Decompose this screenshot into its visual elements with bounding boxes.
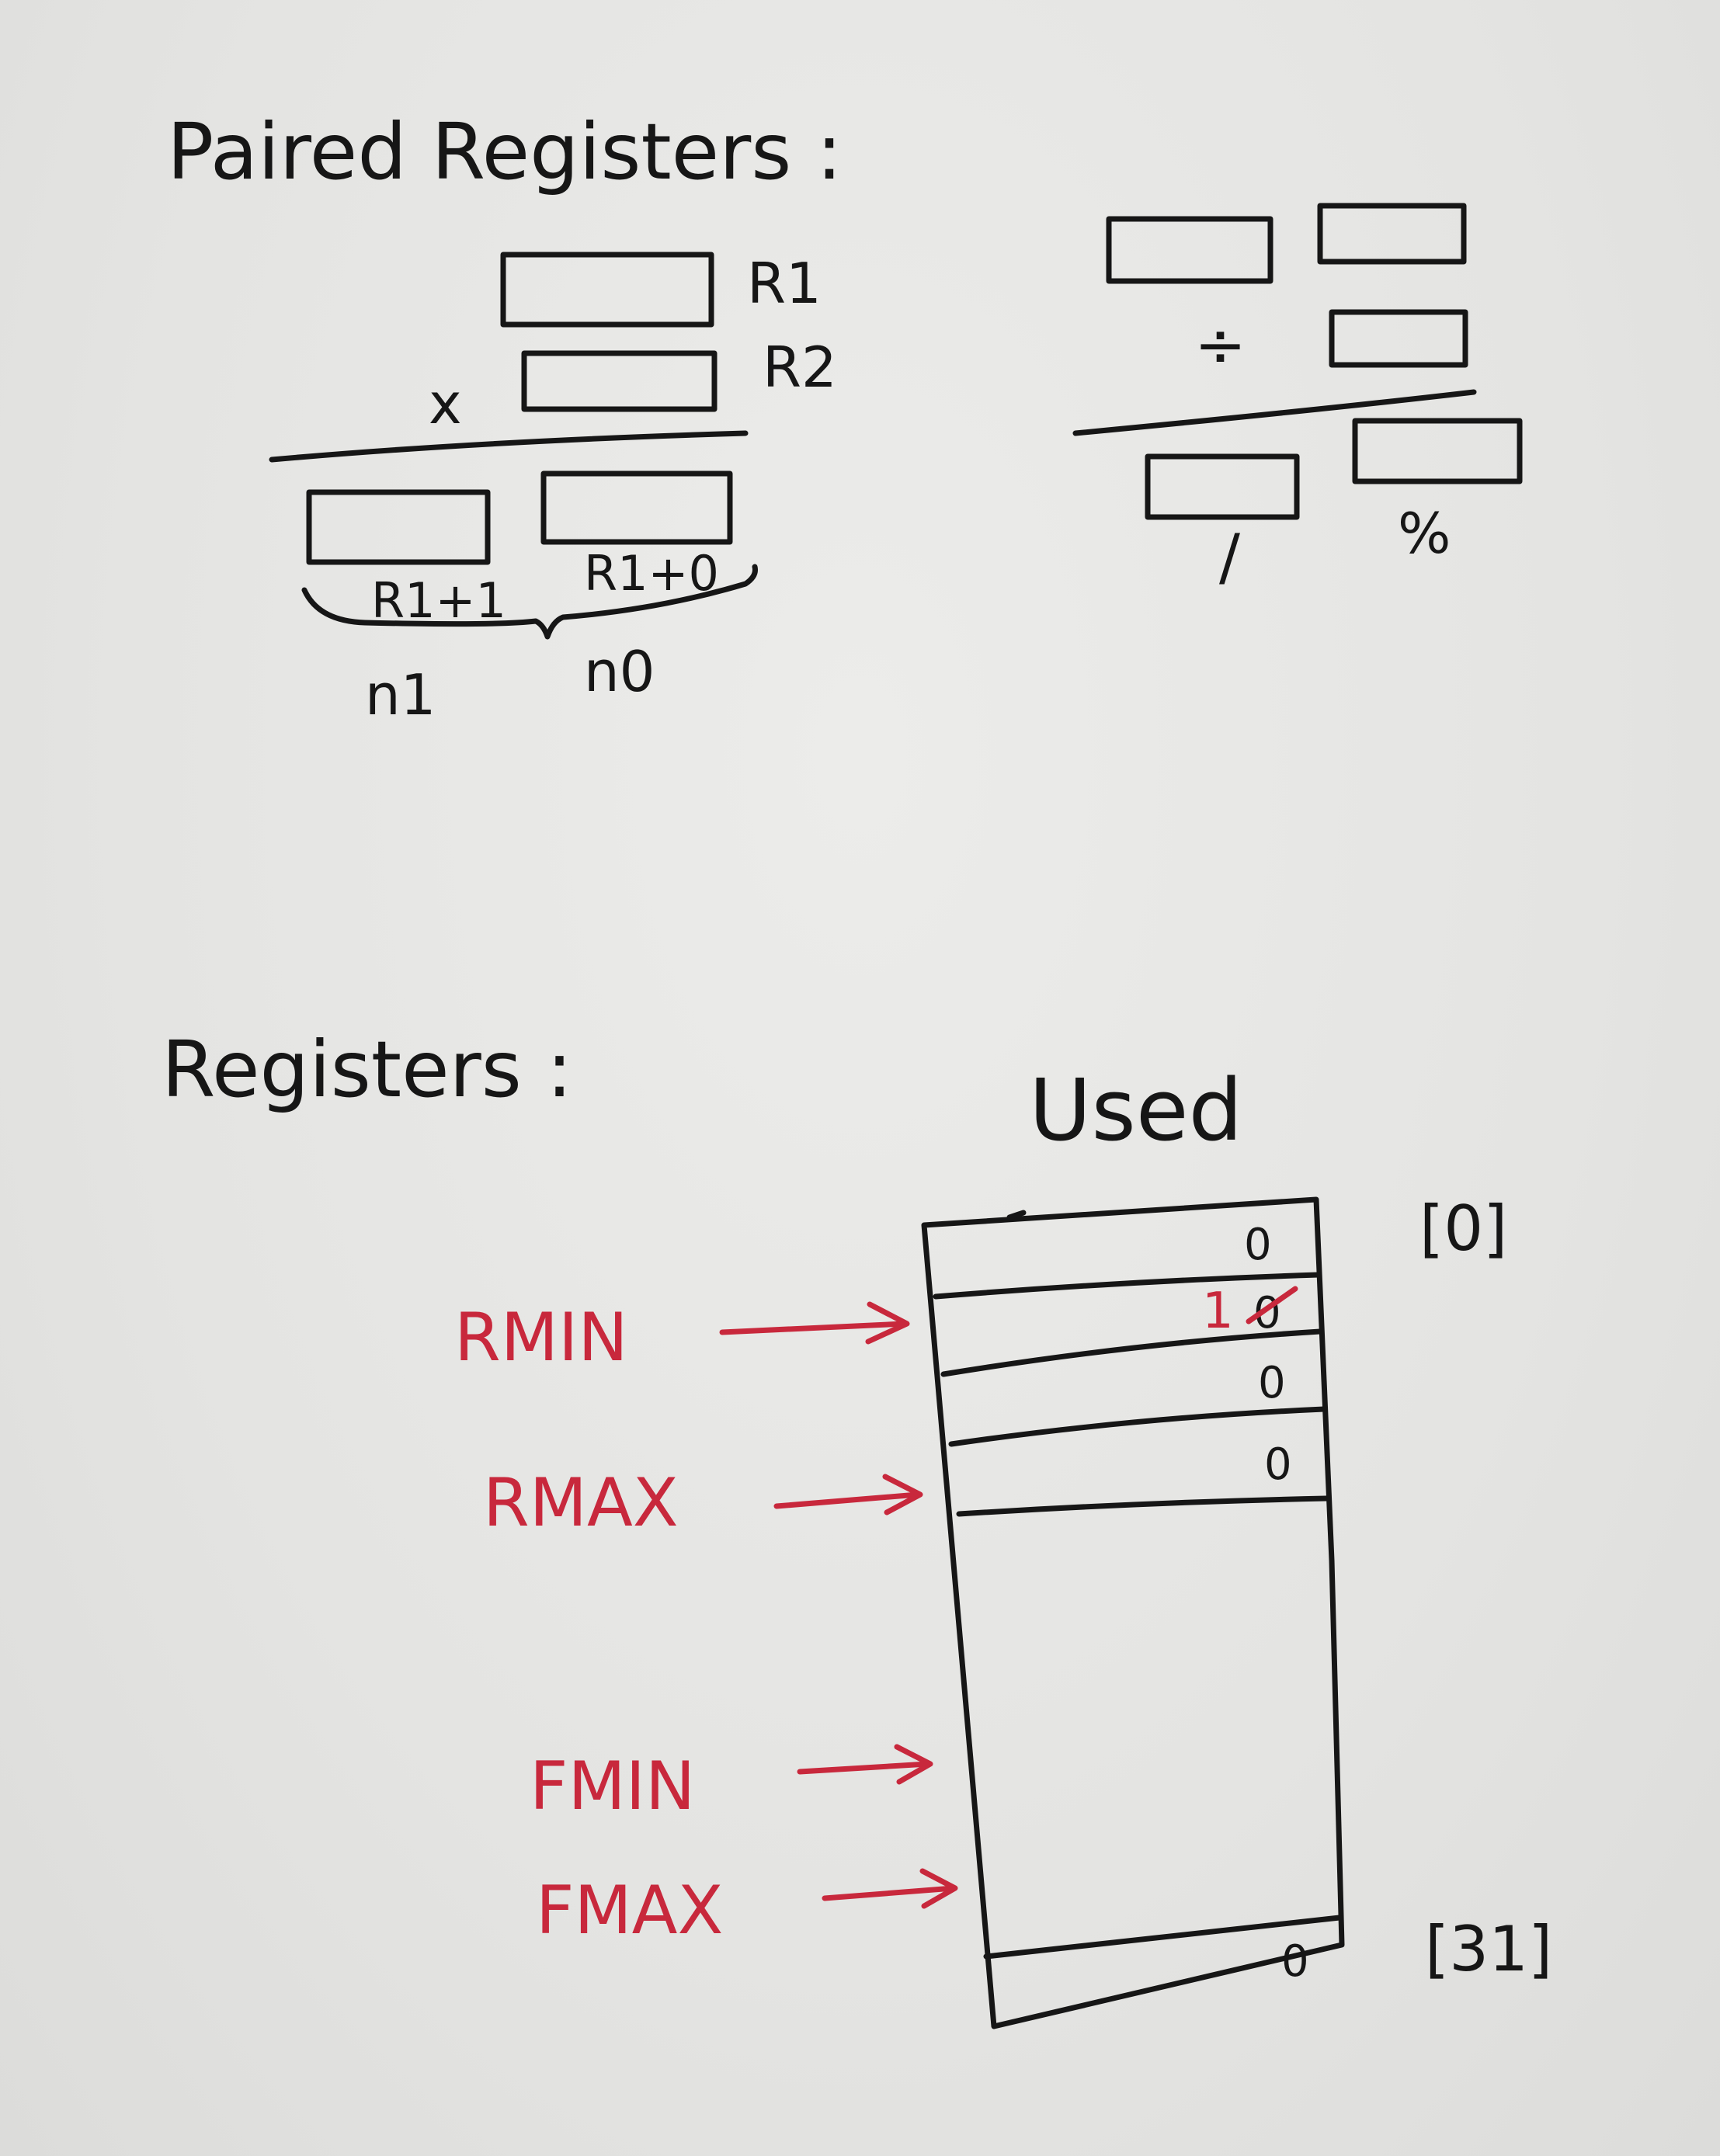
label-r2: R2 [763,335,837,400]
row-divider-last [983,1915,1343,1960]
label-r1: R1 [747,251,822,316]
row-divider-1 [933,1272,1322,1300]
dividend-low-box [1317,203,1467,265]
result-high-box [306,489,491,565]
fmin-arrow-head [894,1744,933,1785]
slot-3-value: 0 [1264,1439,1292,1490]
dividend-high-box [1106,216,1273,284]
rmin-arrow-head [865,1301,910,1345]
label-remainder: % [1398,501,1451,566]
label-n1: n1 [365,662,436,727]
fmin-arrow-shaft [797,1761,931,1775]
result-low-box [540,470,733,545]
label-n0: n0 [584,639,655,704]
slot-1-strikethrough [1246,1286,1298,1324]
fmax-label: FMAX [536,1872,723,1949]
operand-r2-box [521,350,718,412]
index-last-label: [31] [1425,1913,1552,1985]
index-first-label: [0] [1419,1193,1507,1265]
result-brace [301,564,758,640]
paired-registers-title: Paired Registers : [167,106,843,197]
multiply-sign: x [429,371,462,436]
label-quotient: / [1219,521,1240,593]
rmin-arrow-shaft [719,1321,908,1335]
slot-0-value: 0 [1244,1220,1272,1270]
row-divider-3 [948,1406,1327,1447]
rmax-arrow-shaft [773,1491,921,1509]
operand-r1-box [500,252,714,328]
row-divider-4 [956,1495,1329,1517]
row-divider-2 [940,1328,1323,1377]
rmax-label: RMAX [483,1464,679,1542]
registers-title: Registers : [162,1024,572,1115]
fmin-label: FMIN [530,1748,695,1825]
slot-1-value: 1 [1202,1283,1234,1340]
rmax-arrow-head [882,1474,923,1515]
used-column-header: Used [1029,1061,1242,1160]
register-column-notch [1006,1210,1027,1220]
divisor-box [1329,309,1468,368]
register-column-outline [921,1196,1345,2029]
fmax-arrow-head [919,1868,958,1909]
quotient-box [1145,453,1300,520]
rmin-label: RMIN [454,1299,628,1377]
label-r1-plus-1: R1+1 [371,572,506,629]
last-slot-value: 0 [1281,1936,1309,1987]
multiply-result-line [269,430,749,463]
remainder-box [1352,418,1523,484]
divide-result-line [1072,389,1477,436]
slot-2-value: 0 [1258,1358,1286,1408]
label-r1-plus-0: R1+0 [584,545,719,602]
fmax-arrow-shaft [822,1885,957,1901]
divide-sign: ÷ [1194,309,1246,381]
